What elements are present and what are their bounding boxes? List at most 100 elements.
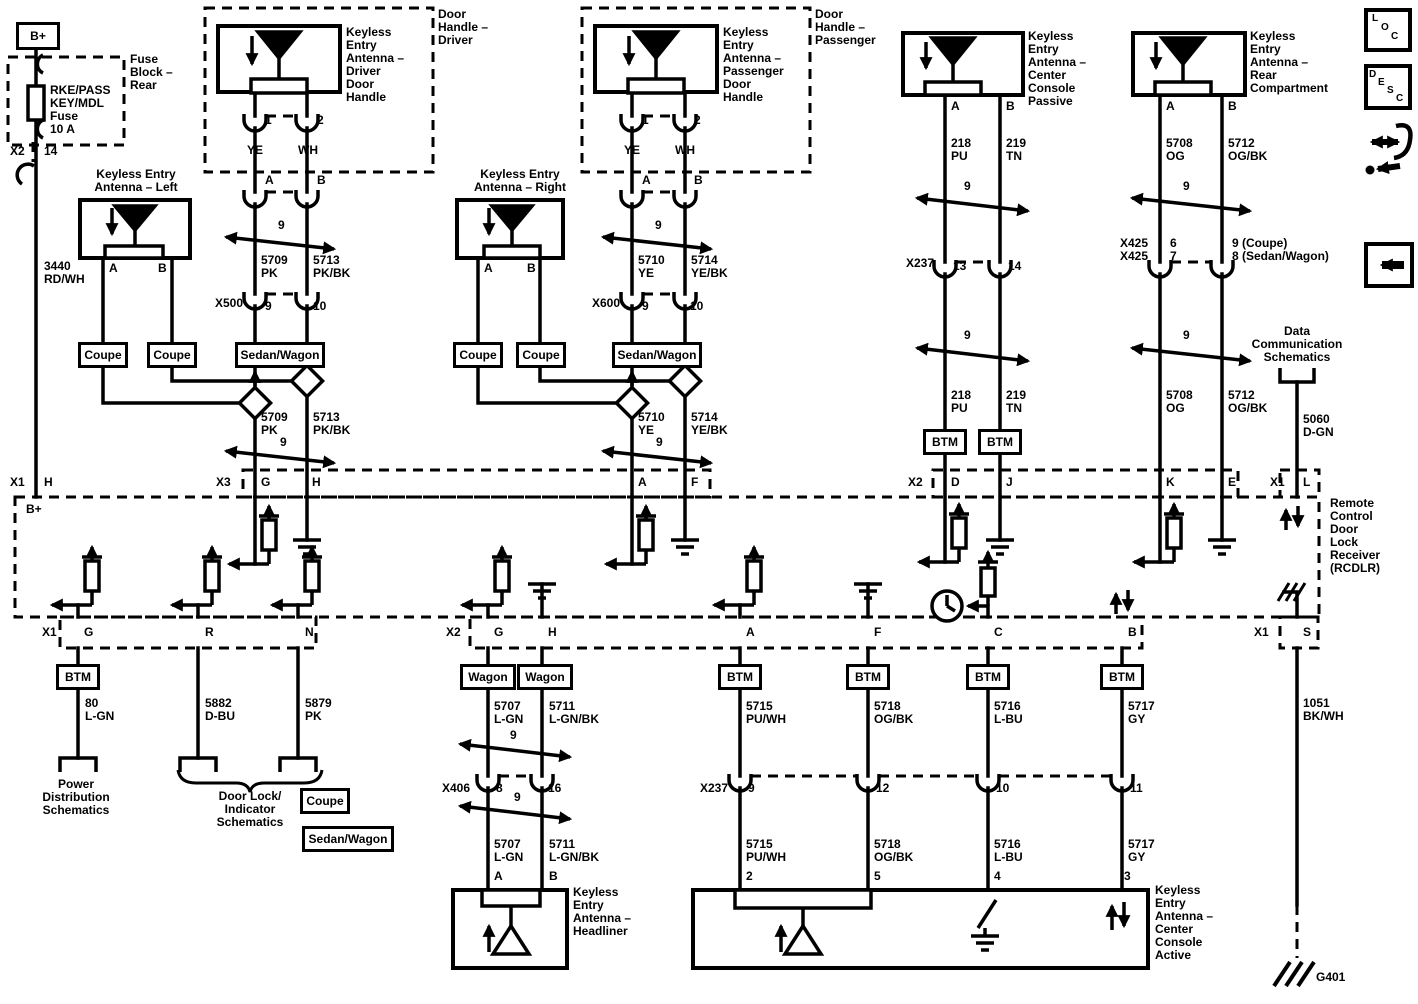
- pin-h-batt: H: [44, 475, 53, 489]
- dashed-outlines: [6, 6, 1321, 958]
- door-handle-passenger-outline: [580, 6, 812, 174]
- b-plus-box: B+: [16, 22, 60, 50]
- wire-wh-passenger: WH: [675, 143, 695, 157]
- updown-arrows-l: [1279, 506, 1305, 530]
- twist-9-driver-1: 9: [278, 218, 285, 232]
- rcdlr-pin-g2-bottom: G: [494, 625, 504, 639]
- wire-5710-ye-1: 5710 YE: [638, 253, 665, 280]
- internal-b-plus: B+: [26, 502, 42, 516]
- wire-5715-puwh-2: 5715 PU/WH: [746, 837, 786, 864]
- wire-5708-og-2: 5708 OG: [1166, 388, 1193, 415]
- fuse-symbol: [26, 84, 46, 122]
- antenna-right-pin-b: B: [527, 261, 536, 275]
- wire-5709-pk-1: 5709 PK: [261, 253, 288, 280]
- x237-pin-13: 13: [953, 259, 967, 273]
- sedan-wagon-box-passenger: Sedan/Wagon: [612, 342, 702, 368]
- antenna-left-pin-a: A: [109, 261, 118, 275]
- x1-pin-strip-bottom-left: [58, 615, 318, 650]
- passive-pin-a: A: [951, 99, 960, 113]
- antenna-passive-title: Keyless Entry Antenna – Center Console P…: [1028, 29, 1087, 108]
- antenna-left-title: Keyless Entry Antenna – Left: [94, 167, 178, 194]
- x237-pin-12: 12: [876, 781, 890, 795]
- active-pin-5: 5: [874, 869, 881, 883]
- x1-designator-top-right: X1: [1270, 475, 1285, 489]
- rcdlr-pin-a-bottom: A: [746, 625, 755, 639]
- switch-ground-icon: [971, 934, 999, 952]
- rcdlr-pin-r-bottom: R: [205, 625, 214, 639]
- wagon-box-5707: Wagon: [460, 664, 516, 690]
- rcdlr-pin-j-top: J: [1006, 475, 1013, 489]
- resistor-group-a-bottom: [711, 544, 764, 612]
- wire-5708-og-1: 5708 OG: [1166, 136, 1193, 163]
- x1-s-pin-strip: [1278, 615, 1320, 650]
- twist-9-passenger-1: 9: [655, 218, 662, 232]
- x500-pin-9: 9: [265, 299, 272, 313]
- desc-icon-letter-c: C: [1396, 93, 1404, 104]
- x2-designator: X2: [10, 144, 25, 158]
- rcdlr-pin-s-bottom: S: [1303, 625, 1312, 639]
- rcdlr-internals: [49, 501, 1307, 623]
- desc-icon-box[interactable]: [1364, 64, 1412, 110]
- wire-218-pu-1: 218 PU: [951, 136, 972, 163]
- door-handle-passenger-label: Door Handle – Passenger: [815, 7, 876, 47]
- coupe-box-right-a: Coupe: [453, 342, 503, 368]
- resistor-group-k-top: [1131, 501, 1184, 569]
- wire-5711-lgnbk-2: 5711 L-GN/BK: [549, 837, 599, 864]
- headliner-pin-a: A: [494, 869, 503, 883]
- driver-pin-1: 1: [265, 113, 272, 127]
- desc-icon-letter-s: S: [1387, 85, 1394, 96]
- x425-designator: X425 X425: [1119, 236, 1148, 263]
- antenna-symbols: [103, 30, 1213, 956]
- desc-icon-letter-d: D: [1369, 69, 1377, 80]
- resistor-group-d-top: [916, 501, 969, 569]
- x600-designator: X600: [591, 296, 620, 310]
- wire-5710-ye-2: 5710 YE: [638, 410, 665, 437]
- x500-pin-10: 10: [313, 299, 327, 313]
- x237-pin-9: 9: [748, 781, 755, 795]
- wire-5707-lgn-1: 5707 L-GN: [494, 699, 524, 726]
- swap-icon-hook: [1393, 123, 1413, 161]
- nav-icons[interactable]: [1365, 123, 1413, 272]
- passenger-pin-1: 1: [642, 113, 649, 127]
- wire-5713-pkbk-1: 5713 PK/BK: [313, 253, 351, 280]
- antenna-active-title: Keyless Entry Antenna – Center Console A…: [1155, 883, 1214, 962]
- brace-door-lock: [176, 769, 324, 793]
- rcdlr-pin-h-top: H: [312, 475, 321, 489]
- wire-5879-pk: 5879 PK: [305, 696, 332, 723]
- loc-icon-letter-l: L: [1372, 13, 1379, 24]
- ground-f-bottom: [854, 582, 882, 600]
- wire-5716-lbu-1: 5716 L-BU: [994, 699, 1023, 726]
- rcdlr-pin-a-top: A: [638, 475, 647, 489]
- swap-icon-dot: [1365, 165, 1375, 175]
- rcdlr-pin-n-bottom: N: [305, 625, 314, 639]
- rcdlr-pin-g-bottom: G: [84, 625, 94, 639]
- g401-ground-icon: [1272, 960, 1316, 988]
- x237-designator-bottom: X237: [699, 781, 728, 795]
- rcdlr-pin-c-bottom: C: [994, 625, 1003, 639]
- loc-icon-box[interactable]: [1364, 8, 1412, 52]
- x600-pin-10: 10: [690, 299, 704, 313]
- x406-designator: X406: [441, 781, 470, 795]
- wire-5718-ogbk-2: 5718 OG/BK: [874, 837, 914, 864]
- loc-icon-letter-o: O: [1381, 22, 1389, 33]
- wire-5713-pkbk-2: 5713 PK/BK: [313, 410, 351, 437]
- resistor-group-g-bottom: [49, 544, 102, 612]
- rcdlr-pin-h2-bottom: H: [548, 625, 557, 639]
- splice-diamonds: [236, 362, 704, 422]
- x237-pin-14: 14: [1008, 259, 1022, 273]
- x2-pin-strip-bottom: [468, 615, 1144, 650]
- wire-5711-lgnbk-1: 5711 L-GN/BK: [549, 699, 599, 726]
- offpage-bracket-power: [58, 756, 98, 772]
- wire-219-tn-2: 219 TN: [1006, 388, 1027, 415]
- x2-designator-top: X2: [908, 475, 923, 489]
- loc-icon-letter-c: C: [1391, 31, 1399, 42]
- wagon-box-5711: Wagon: [517, 664, 573, 690]
- wire-5060-dgn: 5060 D-GN: [1303, 412, 1334, 439]
- x237-designator-top: X237: [905, 256, 934, 270]
- btm-box-80: BTM: [56, 664, 100, 690]
- rcdlr-pin-k-top: K: [1166, 475, 1175, 489]
- wire-218-pu-2: 218 PU: [951, 388, 972, 415]
- rcdlr-pin-l-top: L: [1303, 475, 1311, 489]
- twist-9-headliner-2: 9: [514, 790, 521, 804]
